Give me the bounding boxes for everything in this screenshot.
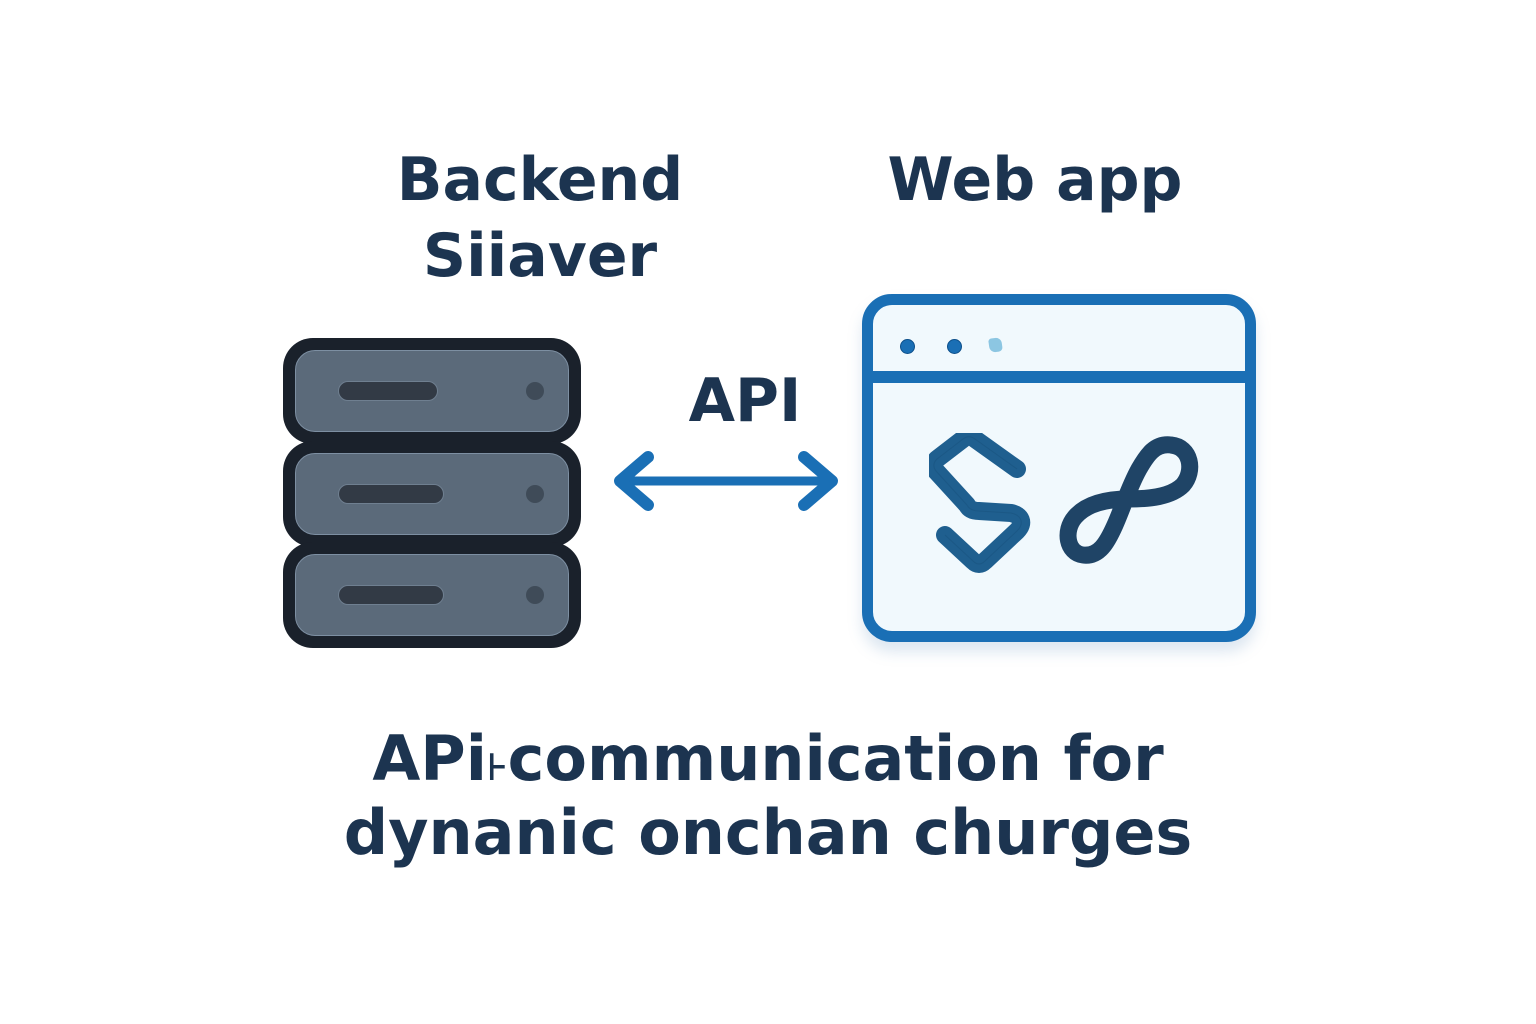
- server-led-icon: [526, 485, 544, 503]
- s-glyph-icon: [929, 433, 1031, 573]
- server-drive-slot: [338, 381, 438, 401]
- window-control-dot: [900, 339, 915, 354]
- server-face: [295, 453, 569, 535]
- arrow-head-right: [798, 451, 838, 511]
- infinity-link-glyph-icon: [1059, 436, 1199, 564]
- server-led-icon: [526, 586, 544, 604]
- api-label: API: [688, 366, 802, 436]
- diagram-caption: APi˫communication for dynanic onchan chu…: [268, 722, 1268, 870]
- browser-window-icon: [862, 294, 1256, 642]
- backend-title-line1: Backend: [396, 145, 684, 215]
- server-face: [295, 350, 569, 432]
- server-drive-slot: [338, 585, 444, 605]
- server-led-icon: [526, 382, 544, 400]
- server-face: [295, 554, 569, 636]
- server-drive-slot: [338, 484, 444, 504]
- server-unit: [283, 542, 581, 648]
- server-stack-icon: [283, 338, 583, 648]
- browser-toolbar-divider: [873, 371, 1245, 383]
- backend-server-title: Backend Siiaver: [390, 142, 690, 294]
- window-control-dot: [988, 337, 1003, 353]
- caption-line2: dynanic onchan churges: [343, 796, 1193, 869]
- window-control-dot: [947, 339, 962, 354]
- caption-line1: APi˫communication for: [372, 722, 1164, 795]
- server-unit: [283, 441, 581, 547]
- web-app-title: Web app: [887, 145, 1183, 215]
- arrow-head-left: [614, 451, 654, 511]
- backend-title-line2: Siiaver: [422, 221, 658, 291]
- server-unit: [283, 338, 581, 444]
- double-headed-arrow-icon: [614, 451, 838, 511]
